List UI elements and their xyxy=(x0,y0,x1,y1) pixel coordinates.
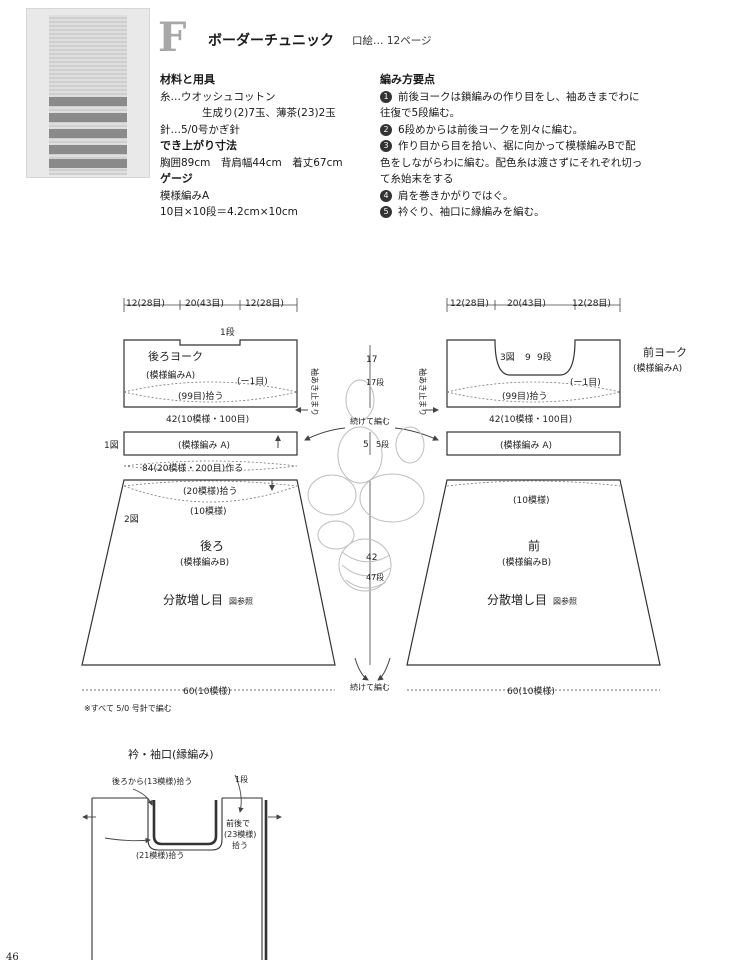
method-step-1-cont: 往復で5段編む。 xyxy=(380,107,461,119)
band-fig: 1図 xyxy=(104,440,119,451)
back-bottom-width: 60(10模様) xyxy=(183,685,231,697)
back-band-shape xyxy=(123,431,298,456)
center-h42-rows: 47段 xyxy=(366,572,384,582)
method-step-1: 1 前後ヨークは鎖編みの作り目をし、袖あきまでわに xyxy=(380,89,642,106)
step-number-4: 4 xyxy=(380,189,392,202)
sleeve-stop-back: 袖あき止まり xyxy=(310,368,320,416)
edging-sleeve-2: (23模様) xyxy=(224,829,256,839)
center-h17: 17 xyxy=(366,355,377,365)
front-bottom-width: 60(10模様) xyxy=(507,685,555,697)
edging-front-pick: (21模様)拾う xyxy=(136,850,184,860)
front-top-width: (10模様) xyxy=(513,494,549,506)
dim-top-right: 12(28目) xyxy=(245,298,284,309)
materials-colors: 生成り(2)7玉、薄茶(23)2玉 xyxy=(202,107,336,119)
center-h5: 5 xyxy=(363,440,369,450)
center-continue: 続けて編む xyxy=(350,416,390,426)
back-yoke-pick: (99目)拾う xyxy=(178,390,223,402)
back-yoke-title: 後ろヨーク xyxy=(148,349,203,363)
method-block: 編み方要点 1 前後ヨークは鎖編みの作り目をし、袖あきまでわに 往復で5段編む。… xyxy=(380,72,642,221)
dim-top-left: 12(28目) xyxy=(126,298,165,309)
step-number-2: 2 xyxy=(380,123,392,136)
back-top-width: (10模様) xyxy=(190,505,226,517)
dim-top-left-front: 12(28目) xyxy=(450,298,489,309)
edging-sleeve-3: 拾う xyxy=(232,840,248,850)
center-h17-rows: 17段 xyxy=(366,377,384,387)
front-yoke-pattern: (模様編みA) xyxy=(633,362,682,374)
materials-block: 材料と用具 糸…ウオッシュコットン 生成り(2)7玉、薄茶(23)2玉 針…5/… xyxy=(160,72,343,221)
back-yoke-pattern: (模様編みA) xyxy=(146,369,195,381)
back-yoke-minus: (ー1目) xyxy=(237,376,268,387)
materials-hook: 針…5/0号かぎ針 xyxy=(160,123,240,136)
method-step-4: 4 肩を巻きかがりではぐ。 xyxy=(380,188,642,205)
center-h42: 42 xyxy=(366,553,377,563)
front-title: 前 xyxy=(528,538,540,553)
front-yoke-depth: 9 xyxy=(525,353,531,363)
garment-photo xyxy=(26,8,150,178)
edging-title: 衿・袖口(縁編み) xyxy=(128,747,214,761)
method-step-3-cont2: て糸始末をする xyxy=(380,173,454,185)
size-heading: でき上がり寸法 xyxy=(160,139,237,152)
method-step-2: 2 6段めからは前後ヨークを別々に編む。 xyxy=(380,122,642,139)
back-ref: 図参照 xyxy=(229,596,253,606)
gauge-value: 10目×10段＝4.2cm×10cm xyxy=(160,206,298,218)
back-yoke-rows: 1段 xyxy=(220,326,235,338)
front-band-shape xyxy=(446,431,621,456)
size-line: 胸囲89cm 背肩幅44cm 着丈67cm xyxy=(160,156,343,169)
front-yoke-pick: (99目)拾う xyxy=(502,390,547,402)
materials-yarn: 糸…ウオッシュコットン xyxy=(160,90,276,103)
back-title: 後ろ xyxy=(200,539,224,553)
page-number: 46 xyxy=(6,952,19,963)
front-yoke-depth-rows: 9段 xyxy=(537,351,552,363)
yarn-illustration xyxy=(307,379,425,592)
front-yoke-minus: (ー1目) xyxy=(570,377,601,388)
front-yoke-title: 前ヨーク xyxy=(643,345,687,359)
step-number-5: 5 xyxy=(380,206,392,218)
front-yoke-shape xyxy=(446,339,621,408)
front-pattern: (模様編みB) xyxy=(502,556,551,568)
method-step-3: 3 作り目から目を拾い、裾に向かって模様編みBで配 xyxy=(380,138,642,155)
front-ref: 図参照 xyxy=(553,596,577,606)
back-skirt-shape xyxy=(81,479,336,666)
back-fig: 2図 xyxy=(124,514,139,525)
back-pick: (20模様)拾う xyxy=(183,485,237,497)
gauge-heading: ゲージ xyxy=(160,172,193,185)
needle-note: ※すべて 5/0 号針で編む xyxy=(84,703,172,713)
pattern-title: ボーダーチュニック xyxy=(208,33,334,49)
front-increase: 分散増し目 xyxy=(487,592,547,607)
method-step-5: 5 衿ぐり、袖口に縁編みを編む。 xyxy=(380,204,642,221)
back-yoke-width: 42(10模様・100目) xyxy=(166,413,249,425)
dim-top-center: 20(43目) xyxy=(185,298,224,309)
dim-top-right-front: 12(28目) xyxy=(572,298,611,309)
sleeve-stop-front: 袖あき止まり xyxy=(418,368,428,416)
back-yoke-shape xyxy=(123,339,298,408)
back-increase: 分散増し目 xyxy=(163,592,223,607)
front-yoke-fig: 3図 xyxy=(500,352,515,363)
gauge-pattern: 模様編みA xyxy=(160,189,210,202)
method-heading: 編み方要点 xyxy=(380,73,435,86)
edging-back-pick: 後ろから(13模様)拾う xyxy=(112,776,192,786)
front-band-label: (模様編み A) xyxy=(500,439,552,451)
back-band-label: (模様編み A) xyxy=(178,439,230,451)
pattern-letter: F xyxy=(158,14,187,61)
back-pattern: (模様編みB) xyxy=(180,556,229,568)
step-number-1: 1 xyxy=(380,90,392,103)
pattern-subtitle: 口絵… 12ページ xyxy=(352,35,432,47)
dim-top-center-front: 20(43目) xyxy=(507,298,546,309)
center-continue-bottom: 続けて編む xyxy=(350,682,390,692)
band-chain: 84(20模様・200目)作る xyxy=(142,462,243,474)
center-h5-rows: 5段 xyxy=(376,439,389,449)
front-skirt-shape xyxy=(406,479,661,666)
edging-row: 1段 xyxy=(235,774,248,784)
materials-heading: 材料と用具 xyxy=(160,73,215,86)
step-number-3: 3 xyxy=(380,140,392,152)
front-yoke-width: 42(10模様・100目) xyxy=(489,413,572,425)
method-step-3-cont: 色をしながらわに編む。配色糸は渡さずにそれぞれ切っ xyxy=(380,156,643,169)
edging-sleeve-1: 前後で xyxy=(226,818,250,828)
